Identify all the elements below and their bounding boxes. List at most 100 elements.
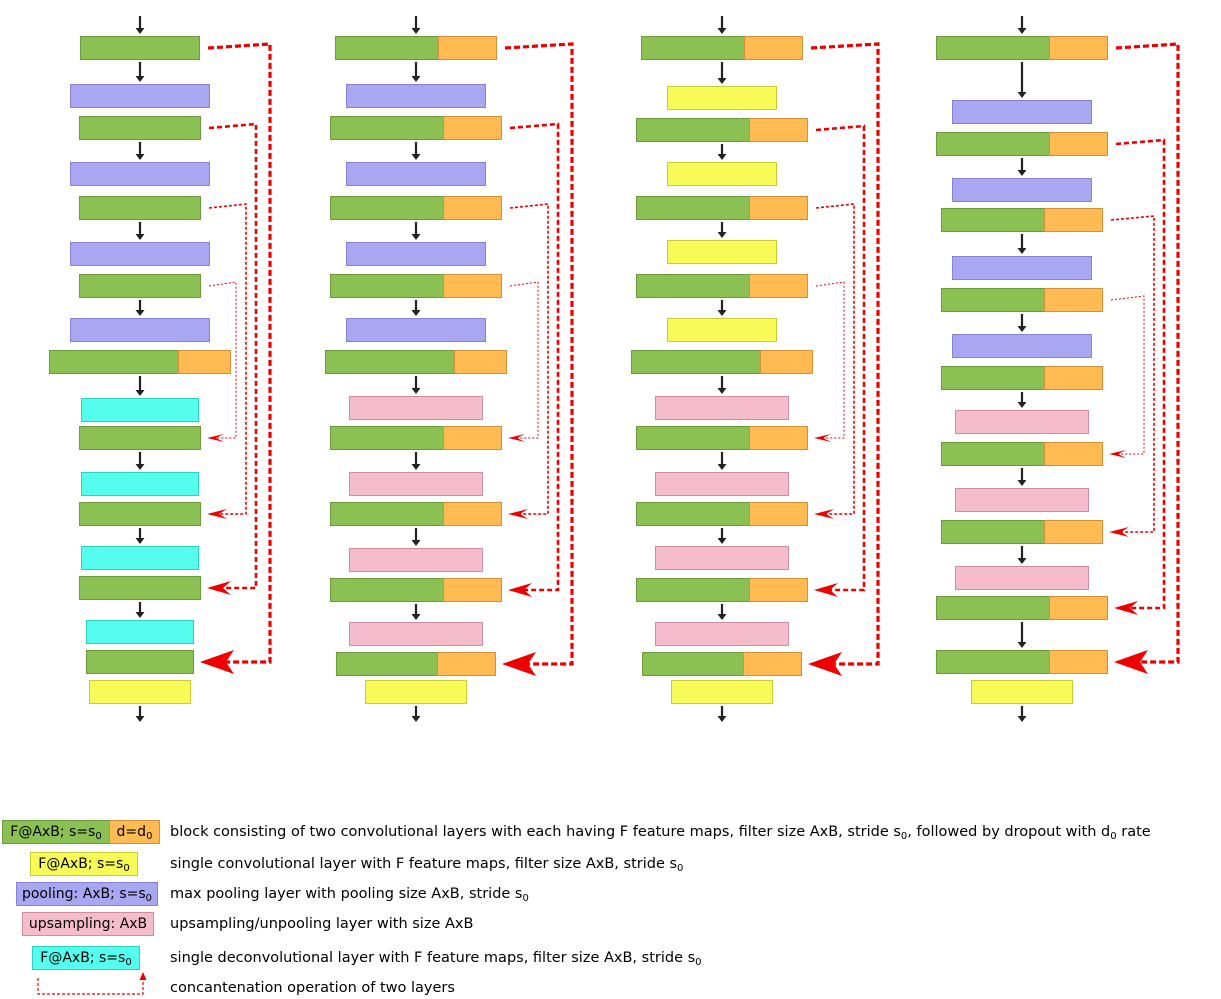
skip-connection-a-0 (207, 42, 272, 664)
legend-desc-pool: max pooling layer with pooling size AxB,… (170, 886, 529, 904)
skip-arrowhead-d-3 (1109, 450, 1126, 458)
block-b-9 (349, 396, 483, 420)
flow-arrow-c-3 (717, 154, 727, 160)
legend-pooling-sample: pooling: AxB; s=s0 (16, 882, 158, 906)
flow-arrow-d-7 (1017, 326, 1027, 332)
flow-arrow-b-3 (411, 154, 421, 160)
dropout-b-6 (443, 274, 502, 298)
flow-arrow-d-15 (1017, 642, 1027, 648)
block-c-15 (655, 622, 789, 646)
flow-arrow-b-15 (411, 614, 421, 620)
block-c-14 (636, 578, 750, 602)
block-c-10 (636, 426, 750, 450)
block-d-3 (952, 178, 1092, 202)
block-c-8 (631, 350, 761, 374)
flow-arrow-c-1 (717, 78, 727, 84)
block-d-0 (936, 36, 1050, 60)
flow-arrow-a-out (135, 716, 145, 722)
block-a-3 (70, 162, 210, 186)
flow-arrow-c-7 (717, 310, 727, 316)
flow-arrow-c-15 (717, 614, 727, 620)
block-c-0 (641, 36, 745, 60)
skip-connection-d-1 (1115, 138, 1166, 610)
block-d-1 (952, 100, 1092, 124)
block-c-9 (655, 396, 789, 420)
skip-connection-b-3 (509, 281, 539, 439)
dropout-d-0 (1049, 36, 1108, 60)
skip-arrowhead-a-3 (207, 434, 224, 442)
block-c-5 (667, 240, 777, 264)
dropout-d-6 (1044, 288, 1103, 312)
block-d-15 (936, 650, 1050, 674)
skip-arrowhead-b-2 (508, 509, 528, 519)
flow-arrow-d-1 (1017, 92, 1027, 98)
legend-desc-dconv: single deconvolutional layer with F feat… (170, 950, 702, 968)
block-b-0 (335, 36, 439, 60)
skip-connection-c-2 (815, 203, 855, 515)
flow-arrow-d-0 (1017, 28, 1027, 34)
block-b-4 (330, 196, 444, 220)
block-b-15 (349, 622, 483, 646)
flow-arrow-a-1 (135, 76, 145, 82)
block-d-10 (941, 442, 1045, 466)
block-a-16 (86, 650, 194, 674)
dropout-b-10 (443, 426, 502, 450)
skip-arrowhead-b-1 (508, 583, 532, 597)
skip-arrowhead-c-3 (814, 434, 831, 442)
flow-arrow-d-5 (1017, 248, 1027, 254)
flow-arrow-a-9 (135, 390, 145, 396)
block-b-14 (330, 578, 444, 602)
skip-arrowhead-a-2 (207, 509, 227, 519)
skip-arrowhead-d-0 (1114, 650, 1148, 674)
block-a-7 (70, 318, 210, 342)
legend-upsampling-sample: upsampling: AxB (22, 912, 154, 936)
dropout-b-0 (438, 36, 497, 60)
dropout-c-4 (749, 196, 808, 220)
block-a-9 (81, 398, 199, 422)
dropout-c-6 (749, 274, 808, 298)
flow-arrow-b-7 (411, 310, 421, 316)
skip-arrowhead-a-0 (200, 650, 234, 674)
block-b-2 (330, 116, 444, 140)
dropout-b-12 (443, 502, 502, 526)
dropout-c-8 (760, 350, 813, 374)
block-c-3 (667, 162, 777, 186)
skip-connection-d-0 (1115, 42, 1180, 664)
dropout-c-16 (743, 652, 802, 676)
block-d-12 (941, 520, 1045, 544)
dropout-d-8 (1044, 366, 1103, 390)
skip-arrowhead-c-1 (814, 583, 838, 597)
block-c-13 (655, 546, 789, 570)
flow-arrow-b-9 (411, 388, 421, 394)
skip-arrowhead-d-1 (1114, 601, 1138, 615)
flow-arrow-b-5 (411, 234, 421, 240)
block-a-14 (79, 576, 201, 600)
flow-arrow-d-out (1017, 716, 1027, 722)
block-a-6 (79, 274, 201, 298)
legend-concat-line (37, 978, 144, 995)
skip-connection-a-2 (208, 203, 247, 515)
flow-arrow-a-5 (135, 234, 145, 240)
block-d-8 (941, 366, 1045, 390)
dropout-d-10 (1044, 442, 1103, 466)
skip-connection-d-2 (1110, 215, 1155, 533)
flow-arrow-b-0 (411, 28, 421, 34)
skip-connection-c-1 (815, 124, 866, 592)
flow-arrow-a-7 (135, 310, 145, 316)
block-c-16 (642, 652, 744, 676)
legend-dropout-sample: d=d0 (109, 820, 160, 844)
dropout-d-15 (1049, 650, 1108, 674)
block-b-13 (349, 548, 483, 572)
skip-arrowhead-c-2 (814, 509, 834, 519)
block-b-8 (325, 350, 455, 374)
flow-arrow-a-15 (135, 612, 145, 618)
block-a-2 (79, 116, 201, 140)
skip-arrowhead-a-1 (207, 581, 231, 595)
block-a-1 (70, 84, 210, 108)
dropout-b-16 (437, 652, 496, 676)
block-d-6 (941, 288, 1045, 312)
block-b-17 (365, 680, 467, 704)
dropout-c-12 (749, 502, 808, 526)
skip-connection-b-2 (509, 203, 549, 515)
